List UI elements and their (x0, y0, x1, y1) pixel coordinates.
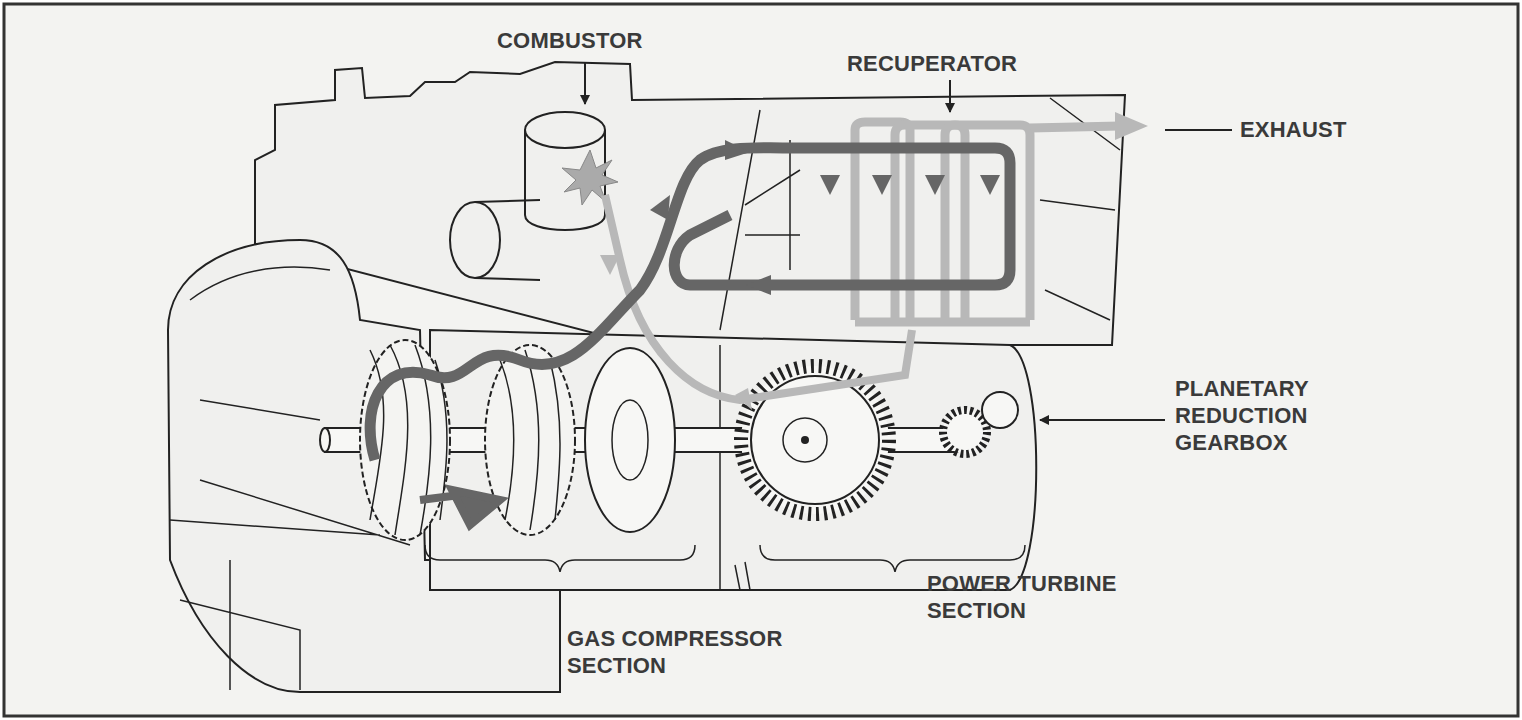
duct-lines (475, 200, 540, 280)
air-flow-arrowheads (650, 140, 1000, 295)
tube-header (855, 318, 1030, 327)
flow-arrowhead (725, 140, 750, 160)
housing-lines (745, 140, 800, 270)
gear (943, 410, 987, 454)
flow-arrowhead (1115, 112, 1148, 140)
flow-arrowhead (872, 175, 892, 195)
air-inlet-arrow (420, 490, 500, 525)
housing-lines (720, 98, 1120, 330)
tube-loop (895, 125, 965, 320)
flow-arrowhead (746, 275, 771, 295)
casing-seam (720, 345, 750, 590)
shaft-end (320, 428, 330, 452)
exhaust-flow (1030, 126, 1120, 128)
leader-line (1165, 129, 1232, 131)
part-label: GAS COMPRESSOR SECTION (567, 625, 827, 679)
flame (562, 150, 618, 205)
hot-gas-flow (605, 195, 912, 400)
air-flow (370, 148, 1010, 460)
frame (4, 4, 1518, 716)
leader-line (1040, 419, 1165, 421)
part-label: RECUPERATOR (847, 50, 1107, 77)
tube-loop (945, 125, 1030, 320)
housing-outline (255, 62, 1125, 345)
turbine-disc-hub (612, 400, 648, 480)
flow-arrowhead (980, 175, 1000, 195)
flow-arrowhead (925, 175, 945, 195)
part-label: COMBUSTOR (497, 27, 717, 54)
gear-disc (982, 392, 1018, 428)
part-label: POWER TURBINE SECTION (927, 570, 1172, 624)
part-label: PLANETARY REDUCTION GEARBOX (1175, 375, 1375, 456)
leader-line (584, 62, 586, 104)
flow-arrowhead (600, 255, 620, 275)
turbine-casing (430, 330, 1036, 590)
section-brace (425, 545, 695, 572)
flow-arrowhead (820, 175, 840, 195)
turbine-disc (585, 348, 675, 532)
section-brace (760, 545, 1025, 572)
part-label: EXHAUST (1240, 116, 1440, 143)
compressor-wheel (485, 345, 575, 535)
duct (450, 202, 500, 278)
power-turbine-hub (783, 418, 827, 462)
combustor-top (525, 112, 605, 148)
flow-arrowhead (735, 388, 752, 410)
leader-line (949, 80, 951, 112)
power-turbine-axle (801, 436, 809, 444)
flow-arrowhead (650, 195, 670, 220)
compressor-blades (500, 350, 560, 530)
